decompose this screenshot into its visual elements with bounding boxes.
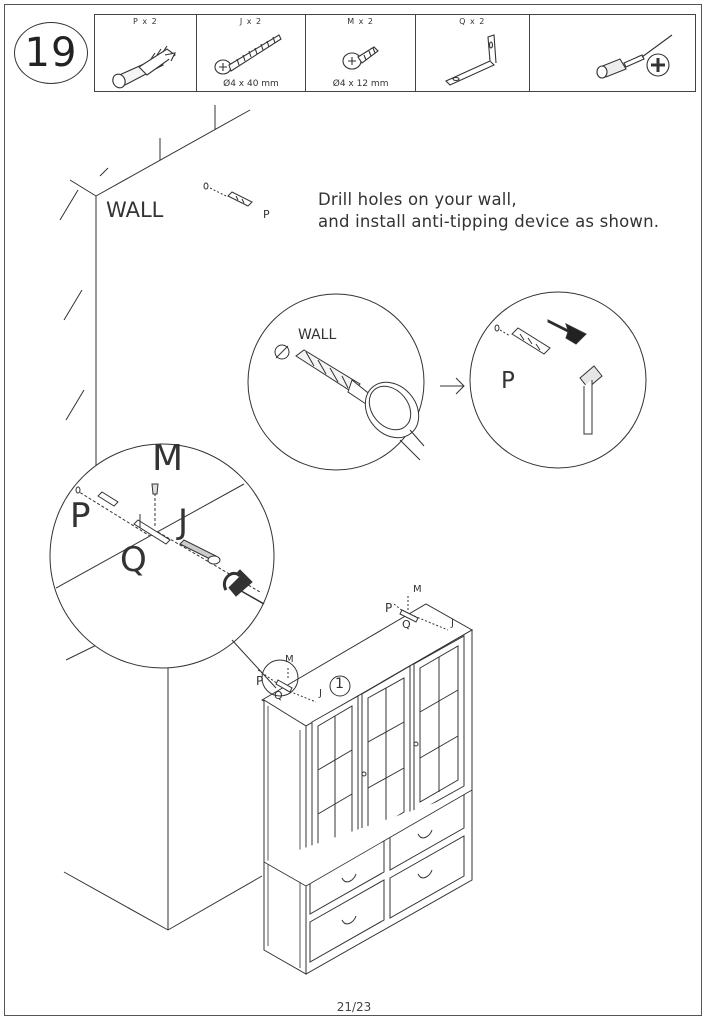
zoom-p-label: P [70, 496, 91, 536]
part-cell-m: M x 2 Ø4 x 12 mm [306, 15, 416, 91]
left-bracket-callout [261, 659, 299, 697]
instruction-text: Drill holes on your wall, and install an… [318, 189, 659, 233]
long-screw-icon [214, 34, 282, 75]
part-cell-p: P x 2 [95, 15, 197, 91]
arrow-icon [440, 377, 465, 395]
sub-step-number: 1 [335, 676, 344, 692]
wall-plug-small [203, 182, 253, 207]
part-cell-tool [530, 15, 695, 91]
sub-step-circle [329, 675, 351, 697]
left-m-label: M [285, 654, 294, 665]
wall-plug-icon [112, 45, 176, 89]
zoom-j-label: J [178, 502, 189, 542]
parts-table: P x 2 J x 2 Ø4 x 40 mm M x 2 [94, 14, 696, 92]
page-number: 21/23 [336, 1000, 372, 1014]
left-j-label: J [319, 688, 322, 699]
right-m-label: M [413, 584, 422, 595]
instruction-line-2: and install anti-tipping device as shown… [318, 212, 660, 231]
part-size: Ø4 x 40 mm [223, 79, 279, 89]
step-number: 19 [14, 22, 88, 84]
part-size: Ø4 x 12 mm [332, 79, 389, 89]
part-cell-j: J x 2 Ø4 x 40 mm [197, 15, 307, 91]
right-q-label: Q [402, 618, 411, 631]
wall-label: WALL [106, 198, 164, 222]
right-j-label: J [451, 618, 454, 629]
drill-icon [274, 344, 425, 461]
detail-wall-label: WALL [298, 327, 337, 343]
plug-label: P [263, 208, 270, 221]
right-p-label: P [385, 601, 393, 615]
hammer-plug-icon [494, 319, 603, 435]
part-qty: J x 2 [239, 17, 263, 26]
push-arrow-icon [547, 319, 587, 345]
phillips-screwdriver-icon [596, 34, 672, 79]
part-qty: M x 2 [347, 17, 375, 26]
l-bracket-icon [444, 34, 497, 86]
zoom-parts [75, 483, 265, 605]
left-q-label: Q [274, 689, 283, 702]
instruction-line-1: Drill holes on your wall, [318, 190, 517, 209]
zoom-q-label: Q [120, 540, 147, 580]
detail-plug-label: P [501, 368, 515, 394]
wall-top-edge [95, 109, 251, 197]
part-qty: P x 2 [132, 17, 158, 26]
left-p-label: P [256, 674, 264, 688]
hammer-detail-circle [469, 291, 647, 469]
part-cell-q: Q x 2 [416, 15, 530, 91]
zoom-m-label: M [152, 438, 184, 479]
page-frame [4, 4, 702, 1016]
part-qty: Q x 2 [459, 17, 486, 26]
short-screw-icon [342, 46, 380, 70]
cabinet [261, 603, 474, 975]
